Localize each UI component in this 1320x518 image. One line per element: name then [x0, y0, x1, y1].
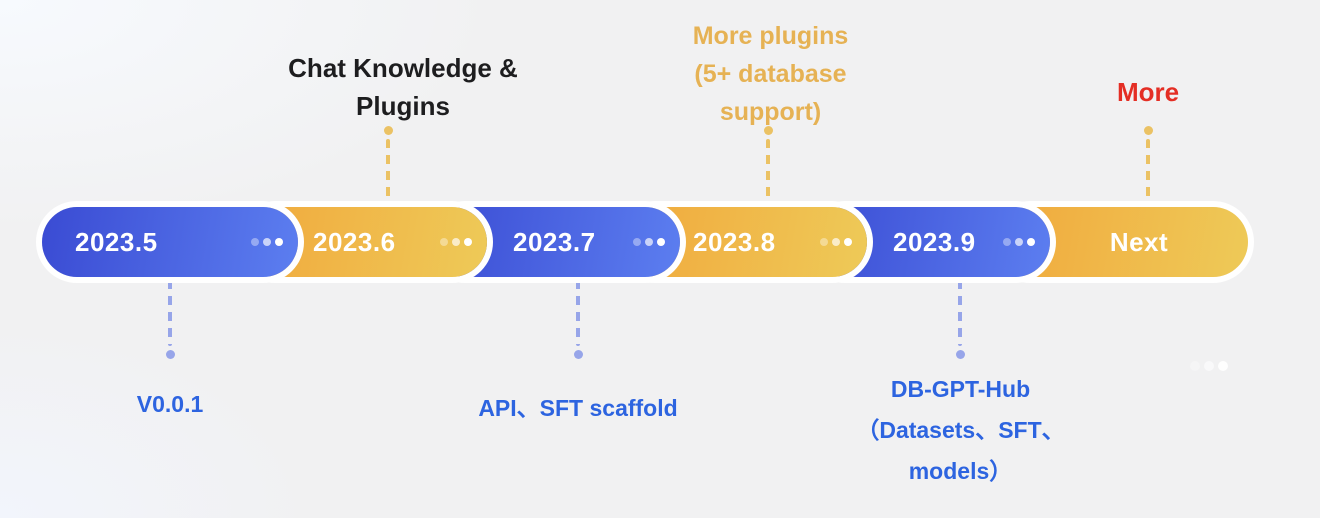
- connector-dashed-line: [168, 280, 172, 346]
- pill-label: 2023.6: [313, 226, 396, 257]
- ellipsis-dots-icon: [633, 238, 665, 246]
- pill-label: 2023.7: [513, 226, 596, 257]
- connector-dot: [573, 350, 583, 359]
- pill-label: 2023.9: [893, 226, 976, 257]
- annotation-line: DB-GPT-Hub: [890, 376, 1031, 402]
- connector-dot: [165, 350, 175, 359]
- faint-ellipsis-dots-icon: [1190, 361, 1228, 371]
- annotation-line: support): [719, 98, 822, 126]
- ellipsis-dots-icon: [820, 238, 852, 246]
- connector-below-2023-7: [573, 280, 583, 359]
- ellipsis-dots-icon: [440, 238, 472, 246]
- connector-below-2023-9: [955, 280, 965, 359]
- annotation-line: More plugins: [692, 22, 849, 50]
- annotation-v0-0-1: V0.0.1: [136, 391, 204, 417]
- connector-dashed-line: [766, 139, 770, 205]
- ellipsis-dots-icon: [251, 238, 283, 246]
- pill-label: Next: [1109, 226, 1169, 257]
- annotation-line: Plugins: [356, 91, 450, 121]
- connector-dot: [1143, 126, 1153, 135]
- pill-label: 2023.5: [75, 226, 158, 257]
- connector-above-2023-6: [383, 126, 393, 205]
- connector-dot: [383, 126, 393, 135]
- annotation-more-plugins: More plugins (5+ database support): [618, 17, 923, 131]
- ellipsis-dots-icon: [1003, 238, 1035, 246]
- connector-below-2023-5: [165, 280, 175, 359]
- connector-dot: [955, 350, 965, 359]
- connector-above-2023-8: [763, 126, 773, 205]
- connector-dashed-line: [576, 280, 580, 346]
- connector-dashed-line: [958, 280, 962, 346]
- pill-label: 2023.8: [693, 226, 776, 257]
- annotation-line: （Datasets、SFT、: [856, 417, 1065, 443]
- annotation-chat-knowledge-plugins: Chat Knowledge & Plugins: [238, 49, 568, 125]
- connector-dot: [763, 126, 773, 135]
- annotation-line: models）: [908, 458, 1013, 484]
- connector-dashed-line: [1146, 139, 1150, 205]
- timeline-pill-2023-5: 2023.5: [42, 207, 298, 277]
- annotation-line: (5+ database: [694, 60, 847, 88]
- connector-dashed-line: [386, 139, 390, 205]
- annotation-more: More: [1116, 77, 1180, 107]
- annotation-line: Chat Knowledge &: [288, 53, 518, 83]
- annotation-db-gpt-hub: DB-GPT-Hub （Datasets、SFT、 models）: [783, 369, 1138, 492]
- annotation-api-sft-scaffold: API、SFT scaffold: [478, 395, 678, 421]
- connector-above-next: [1143, 126, 1153, 205]
